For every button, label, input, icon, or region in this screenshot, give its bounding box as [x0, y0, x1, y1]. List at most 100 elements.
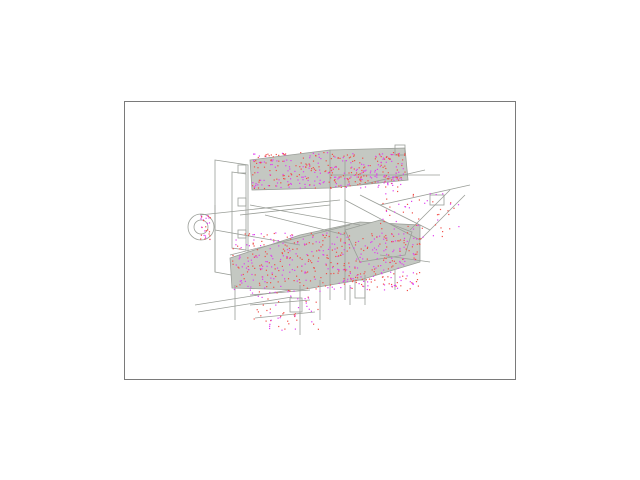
- lower-roller-speckle: [304, 263, 306, 265]
- arm-speckle: [381, 232, 383, 234]
- upper-roller-speckle: [286, 159, 288, 161]
- upper-roller-speckle: [264, 155, 267, 157]
- lower-roller-speckle: [277, 240, 279, 242]
- lower-roller-speckle: [294, 269, 296, 271]
- lower-roller-speckle: [274, 268, 276, 270]
- lower-roller-speckle: [385, 242, 387, 244]
- lower-roller-speckle: [256, 249, 259, 251]
- upper-roller-speckle: [348, 181, 350, 183]
- lower-bracket-speckle: [294, 315, 296, 317]
- upper-roller-speckle: [357, 174, 360, 176]
- upper-roller-speckle: [376, 168, 378, 170]
- lower-roller-speckle: [335, 251, 338, 253]
- lower-roller-speckle: [281, 274, 283, 276]
- lower-roller-speckle: [260, 233, 262, 235]
- upper-roller-speckle: [335, 166, 337, 168]
- upper-roller-speckle: [283, 160, 285, 162]
- lower-roller-speckle: [399, 249, 401, 251]
- upper-roller-speckle: [387, 172, 389, 174]
- lower-bracket-speckle: [315, 301, 317, 303]
- lower-roller-speckle: [396, 287, 399, 289]
- upper-roller-speckle: [360, 187, 362, 189]
- frame-rod: [197, 296, 293, 313]
- lower-roller-speckle: [267, 274, 269, 276]
- upper-roller-speckle: [314, 187, 316, 189]
- upper-roller-speckle: [382, 166, 384, 168]
- lower-roller-speckle: [416, 251, 418, 253]
- upper-roller-speckle: [283, 175, 285, 177]
- upper-roller-speckle: [319, 172, 321, 174]
- upper-roller-speckle: [330, 174, 333, 176]
- lower-roller-speckle: [261, 240, 263, 242]
- lower-roller-speckle: [372, 275, 375, 277]
- upper-roller-speckle: [329, 167, 331, 169]
- lower-roller-speckle: [368, 263, 370, 265]
- lower-roller-speckle: [374, 279, 376, 281]
- lower-bracket-speckle: [307, 297, 310, 299]
- upper-roller-speckle: [363, 164, 365, 166]
- lower-roller-speckle: [282, 242, 284, 244]
- lower-roller-speckle: [355, 276, 357, 278]
- lower-roller-speckle: [355, 280, 357, 282]
- lower-roller-speckle: [240, 274, 243, 276]
- upper-roller-speckle: [402, 173, 404, 175]
- lower-roller-speckle: [296, 280, 298, 282]
- upper-roller-speckle: [334, 166, 336, 168]
- lower-roller-speckle: [346, 250, 348, 252]
- upper-roller-speckle: [335, 165, 337, 168]
- lower-roller-speckle: [255, 255, 257, 257]
- lower-roller-speckle: [391, 240, 394, 243]
- wheel-speckle: [208, 222, 211, 224]
- lower-roller-speckle: [319, 250, 321, 252]
- lower-roller-speckle: [342, 281, 344, 283]
- lower-roller-speckle: [329, 246, 331, 248]
- lower-roller-speckle: [246, 271, 249, 273]
- lower-roller-speckle: [306, 287, 308, 289]
- lower-roller-speckle: [387, 268, 389, 270]
- lower-roller-speckle: [252, 242, 254, 244]
- lower-bracket-speckle: [279, 317, 281, 319]
- lower-roller-speckle: [350, 287, 352, 289]
- upper-roller-speckle: [278, 154, 280, 156]
- wheel-speckle: [204, 230, 206, 232]
- lower-roller-speckle: [247, 285, 249, 287]
- lower-roller-speckle: [352, 278, 354, 280]
- upper-roller-speckle: [353, 168, 355, 170]
- lower-roller-speckle: [348, 244, 350, 246]
- lower-roller-speckle: [258, 254, 260, 256]
- lower-roller-speckle: [250, 259, 252, 261]
- upper-roller-speckle: [352, 153, 354, 155]
- lower-roller-speckle: [346, 236, 348, 238]
- lower-roller-speckle: [403, 264, 405, 266]
- lower-bracket-speckle: [278, 301, 280, 303]
- upper-roller-speckle: [263, 166, 266, 168]
- upper-roller-speckle: [305, 163, 307, 165]
- lower-roller-speckle: [278, 245, 280, 247]
- upper-roller-speckle: [342, 157, 344, 159]
- lower-roller-speckle: [375, 273, 377, 275]
- upper-roller-speckle: [314, 180, 316, 182]
- lower-roller-speckle: [393, 249, 395, 251]
- lower-roller-speckle: [359, 256, 361, 258]
- upper-roller-speckle: [349, 156, 352, 158]
- lower-roller-speckle: [280, 285, 282, 287]
- lower-roller-speckle: [355, 241, 357, 244]
- upper-roller-speckle: [346, 154, 348, 156]
- upper-roller-speckle: [289, 168, 291, 170]
- upper-roller-speckle: [345, 160, 347, 162]
- lower-bracket-speckle: [297, 307, 300, 309]
- lower-roller-speckle: [289, 264, 291, 266]
- lower-roller-speckle: [322, 234, 324, 236]
- upper-roller-speckle: [337, 157, 339, 159]
- lower-roller-speckle: [320, 277, 322, 279]
- upper-roller-speckle: [330, 187, 332, 189]
- lower-roller-speckle: [233, 288, 235, 291]
- frame-rod: [249, 289, 311, 296]
- upper-roller-speckle: [387, 182, 389, 184]
- lower-bracket-speckle: [297, 298, 299, 300]
- lower-roller-speckle: [312, 243, 314, 245]
- upper-roller-speckle: [335, 183, 337, 185]
- upper-roller-speckle: [361, 172, 363, 174]
- upper-roller-speckle: [334, 181, 337, 183]
- lower-bracket-speckle: [288, 323, 290, 325]
